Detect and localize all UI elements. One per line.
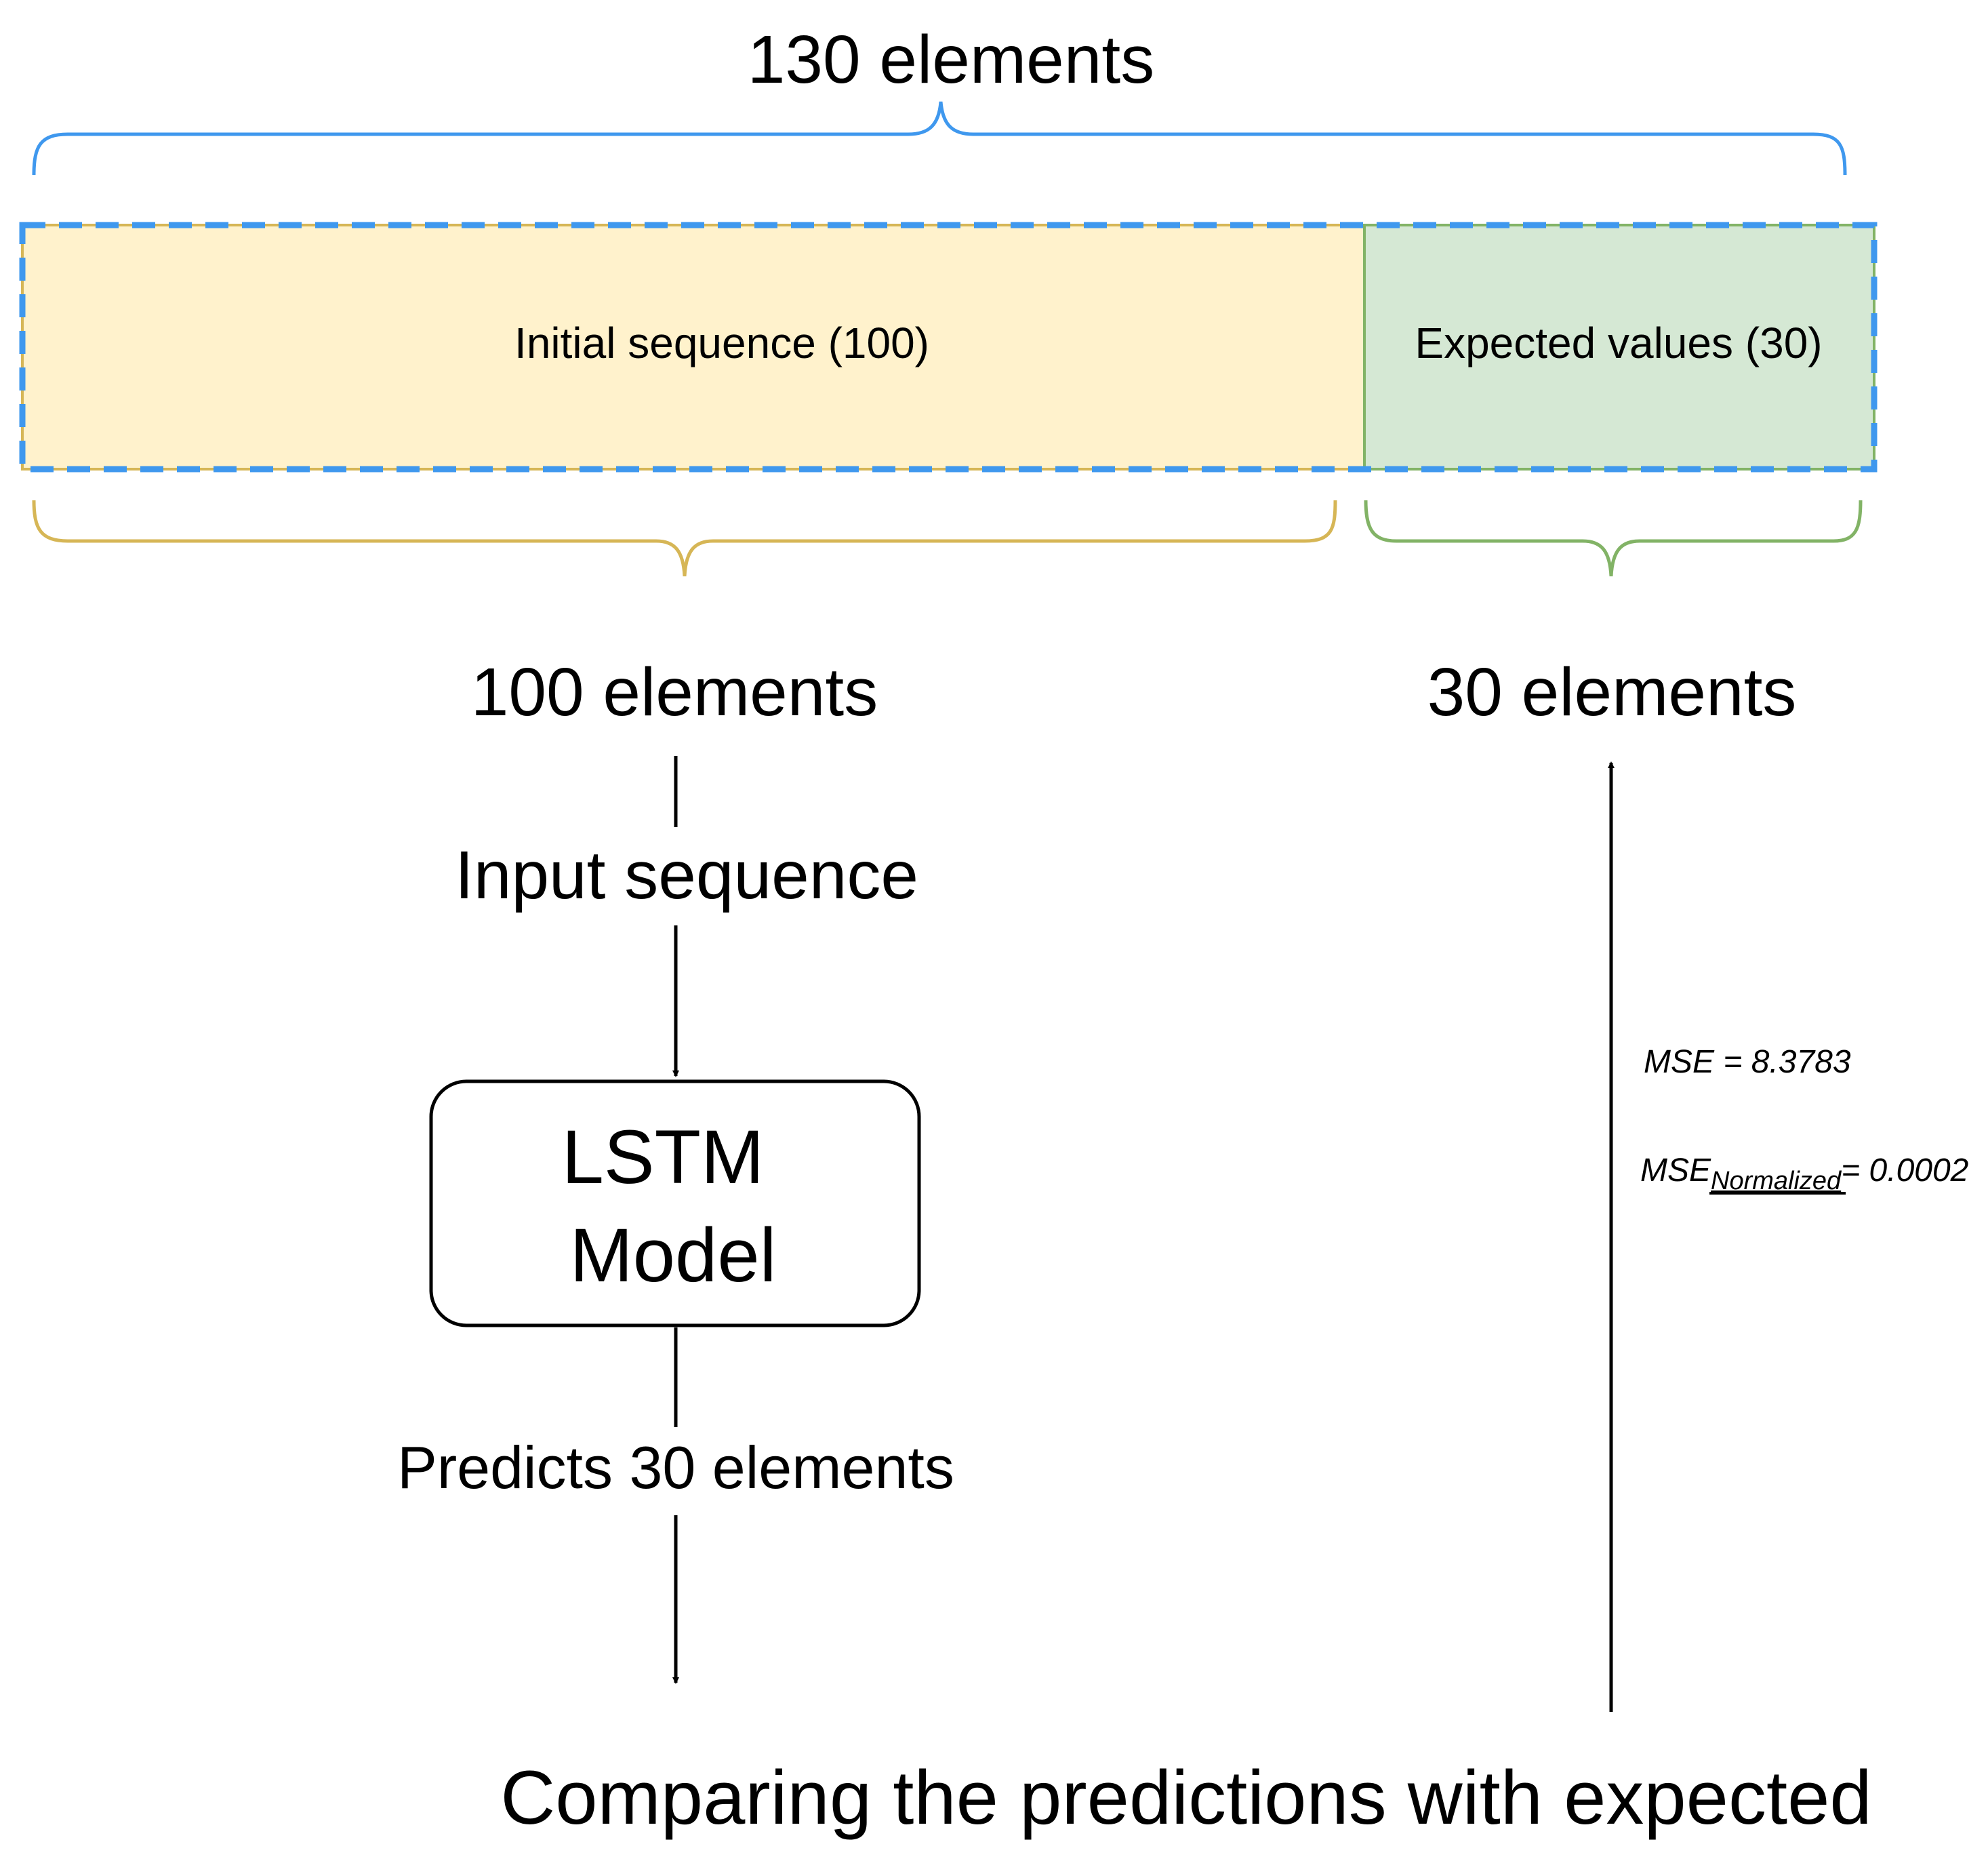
lstm-model-line2: Model [569,1213,776,1298]
initial-sequence-label: Initial sequence (100) [514,319,929,367]
initial-sequence-segment [21,224,1366,471]
mse-normalized-value: = 0.0002 [1841,1153,1968,1188]
expected-values-label: Expected values (30) [1415,319,1822,367]
expected-values-segment [1363,224,1875,471]
mse-normalized-base: MSE [1640,1153,1711,1188]
total-brace [32,101,1847,176]
mse-normalized: MSENormalized= 0.0002 [1640,1153,1968,1195]
expected-count-label: 30 elements [1427,654,1797,730]
mse-normalized-sub: Normalized [1711,1167,1842,1195]
sequence-dashed-outline [19,222,1878,473]
expected-brace [1364,500,1863,577]
predicts-label: Predicts 30 elements [397,1434,954,1501]
comparison-label: Comparing the predictions with expected [500,1755,1871,1840]
mse-value: MSE = 8.3783 [1644,1044,1851,1080]
initial-count-label: 100 elements [471,654,878,730]
lstm-model-line1: LSTM [562,1115,765,1199]
lstm-model-box [429,1079,921,1327]
initial-brace [32,500,1337,577]
input-sequence-label: Input sequence [455,837,918,913]
total-count-label: 130 elements [748,22,1154,98]
